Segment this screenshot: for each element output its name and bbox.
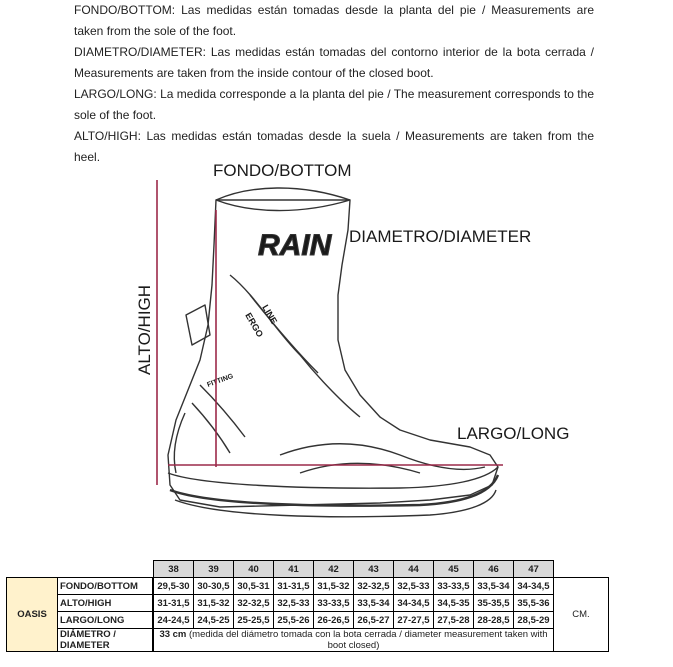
instruction-long: LARGO/LONG: La medida corresponde a la p… bbox=[74, 87, 594, 122]
table-row: ALTO/HIGH 31-31,5 31,5-32 32-32,5 32,5-3… bbox=[7, 594, 609, 612]
value-cell: 32,5-33 bbox=[273, 594, 314, 612]
line-text: LINE bbox=[260, 303, 279, 326]
value-cell: 25-25,5 bbox=[233, 611, 274, 629]
value-cell: 27,5-28 bbox=[433, 611, 474, 629]
boot-measurement-diagram: RAIN ERGO LINE FITTING FONDO/BOTTOM DIAM… bbox=[135, 161, 569, 518]
value-cell: 31-31,5 bbox=[273, 577, 314, 595]
high-label: ALTO/HIGH bbox=[135, 285, 154, 375]
instruction-high: ALTO/HIGH: Las medidas están tomadas des… bbox=[74, 129, 594, 164]
size-cell: 42 bbox=[313, 560, 354, 578]
size-cell: 45 bbox=[433, 560, 474, 578]
row-label: ALTO/HIGH bbox=[57, 594, 153, 612]
table-row: OASIS FONDO/BOTTOM 29,5-30 30-30,5 30,5-… bbox=[6, 577, 609, 652]
fitting-text: FITTING bbox=[206, 373, 234, 389]
value-cell: 33,5-34 bbox=[353, 594, 394, 612]
value-cell: 24,5-25 bbox=[193, 611, 234, 629]
value-cell: 32-32,5 bbox=[353, 577, 394, 595]
size-header-row: 38 39 40 41 42 43 44 45 46 47 bbox=[7, 560, 609, 578]
value-cell: 34,5-35 bbox=[433, 594, 474, 612]
size-cell: 40 bbox=[233, 560, 274, 578]
ergo-text: ERGO bbox=[243, 311, 265, 339]
size-cell: 41 bbox=[273, 560, 314, 578]
instruction-diameter: DIAMETRO/DIAMETER: Las medidas están tom… bbox=[74, 45, 594, 80]
model-name: OASIS bbox=[6, 577, 58, 652]
row-label: LARGO/LONG bbox=[57, 611, 153, 629]
unit-label: CM. bbox=[553, 577, 609, 652]
size-cell: 47 bbox=[513, 560, 554, 578]
long-label: LARGO/LONG bbox=[457, 424, 569, 443]
size-cell: 38 bbox=[153, 560, 194, 578]
size-cell: 39 bbox=[193, 560, 234, 578]
diameter-label: DIAMETRO/DIAMETER bbox=[349, 227, 531, 246]
diameter-note-cell: 33 cm (medida del diámetro tomada con la… bbox=[153, 628, 554, 652]
value-cell: 27-27,5 bbox=[393, 611, 434, 629]
value-cell: 26-26,5 bbox=[313, 611, 354, 629]
value-cell: 35,5-36 bbox=[513, 594, 554, 612]
value-cell: 31,5-32 bbox=[193, 594, 234, 612]
brand-logo: RAIN bbox=[258, 229, 333, 262]
value-cell: 30-30,5 bbox=[193, 577, 234, 595]
value-cell: 33-33,5 bbox=[313, 594, 354, 612]
value-cell: 28,5-29 bbox=[513, 611, 554, 629]
value-cell: 33-33,5 bbox=[433, 577, 474, 595]
size-table: 38 39 40 41 42 43 44 45 46 47 OASIS FOND… bbox=[6, 560, 609, 652]
value-cell: 33,5-34 bbox=[473, 577, 514, 595]
value-cell: 28-28,5 bbox=[473, 611, 514, 629]
value-cell: 32-32,5 bbox=[233, 594, 274, 612]
value-cell: 26,5-27 bbox=[353, 611, 394, 629]
value-cell: 31,5-32 bbox=[313, 577, 354, 595]
value-cell: 30,5-31 bbox=[233, 577, 274, 595]
value-cell: 34-34,5 bbox=[393, 594, 434, 612]
size-cell: 44 bbox=[393, 560, 434, 578]
size-cell: 46 bbox=[473, 560, 514, 578]
instruction-bottom: FONDO/BOTTOM: Las medidas están tomadas … bbox=[74, 3, 594, 38]
boot-illustration bbox=[167, 187, 500, 518]
value-cell: 25,5-26 bbox=[273, 611, 314, 629]
table-row: DIÁMETRO / DIAMETER 33 cm (medida del di… bbox=[7, 628, 609, 652]
row-label: DIÁMETRO / DIAMETER bbox=[57, 628, 153, 652]
diameter-note: (medida del diámetro tomada con la bota … bbox=[189, 629, 548, 651]
bottom-label: FONDO/BOTTOM bbox=[213, 161, 352, 180]
row-label: FONDO/BOTTOM bbox=[57, 577, 153, 595]
size-cell: 43 bbox=[353, 560, 394, 578]
value-cell: 24-24,5 bbox=[153, 611, 194, 629]
measurement-instructions: FONDO/BOTTOM: Las medidas están tomadas … bbox=[74, 0, 594, 168]
diameter-value: 33 cm bbox=[159, 629, 187, 640]
value-cell: 31-31,5 bbox=[153, 594, 194, 612]
value-cell: 35-35,5 bbox=[473, 594, 514, 612]
value-cell: 29,5-30 bbox=[153, 577, 194, 595]
value-cell: 32,5-33 bbox=[393, 577, 434, 595]
value-cell: 34-34,5 bbox=[513, 577, 554, 595]
table-row: LARGO/LONG 24-24,5 24,5-25 25-25,5 25,5-… bbox=[7, 611, 609, 629]
